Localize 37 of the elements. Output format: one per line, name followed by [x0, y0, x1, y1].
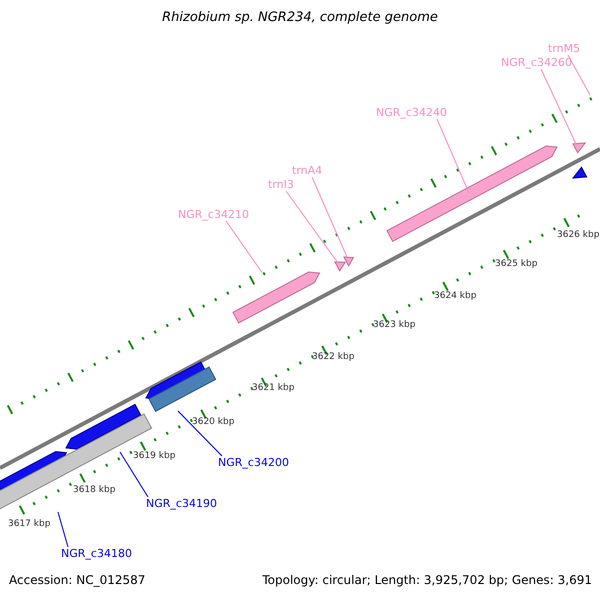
leader-line [540, 68, 576, 144]
footer-text: Topology: circular; Length: 3,925,702 bp; Genes: 3,691 [262, 574, 592, 587]
scale-label: 3625 kbp [495, 258, 538, 271]
leader-line [436, 118, 470, 194]
gene-marker [334, 262, 345, 270]
gene-label: trnA4 [292, 164, 322, 177]
gene-label: NGR_c34210 [178, 208, 249, 221]
gene-marker [344, 256, 354, 266]
leader-line [226, 220, 262, 273]
gene-marker [572, 142, 585, 152]
footer-text: Accession: NC_012587 [9, 574, 146, 587]
gene-label: NGR_c34260 [501, 56, 572, 69]
gene-block [387, 146, 558, 242]
leader-line [120, 452, 148, 498]
gene-label: trnM5 [548, 42, 580, 55]
gene-block [233, 272, 320, 324]
scale-label: 3621 kbp [252, 382, 294, 395]
scale-label: 3617 kbp [8, 518, 50, 531]
leader-line [58, 512, 68, 548]
title: Rhizobium sp. NGR234, complete genome [161, 11, 439, 24]
gene-label: trnI3 [268, 178, 294, 191]
scale-label: 3620 kbp [192, 416, 234, 429]
gene-label: NGR_c34190 [146, 497, 217, 510]
scale-label: 3618 kbp [73, 484, 116, 497]
leader-line [312, 176, 348, 258]
scale-label: 3622 kbp [312, 351, 354, 364]
gene-label: NGR_c34200 [218, 456, 289, 469]
scale-label: 3619 kbp [133, 450, 176, 463]
leader-line [286, 190, 338, 264]
scale-label: 3624 kbp [434, 290, 476, 303]
gene-label: NGR_c34240 [376, 106, 447, 119]
scale-label: 3626 kbp [557, 229, 600, 242]
gene-bar [148, 366, 216, 412]
scale-label: 3623 kbp [373, 319, 416, 332]
leader-line [178, 410, 222, 456]
leader-line [568, 54, 590, 96]
gene-label: NGR_c34180 [61, 547, 132, 560]
